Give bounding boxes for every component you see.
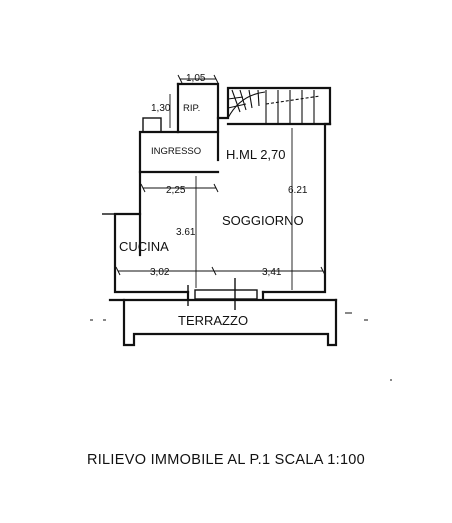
dim-label-ingresso-width: 2,25	[166, 185, 186, 196]
wall-rip	[176, 116, 220, 134]
dim-label-depth-center: 3.61	[176, 227, 196, 238]
floor-plan: RIP. INGRESSO H.ML 2,70 SOGGIORNO CUCINA…	[90, 73, 392, 381]
window-front	[194, 289, 258, 300]
scan-marks	[90, 312, 392, 381]
room-label-soggiorno: SOGGIORNO	[222, 213, 304, 228]
dim-label-cucina-width: 3,02	[150, 267, 170, 278]
dim-label-rip-height: 1,30	[151, 103, 171, 114]
wall-outline	[176, 82, 332, 294]
terrace-outline	[122, 298, 338, 347]
dim-ticks	[115, 74, 326, 276]
room-label-cucina: CUCINA	[119, 239, 169, 254]
dim-label-rip-width: 1,05	[186, 73, 206, 84]
staircase	[227, 89, 321, 124]
room-label-rip: RIP.	[183, 103, 200, 114]
plan-caption: RILIEVO IMMOBILE AL P.1 SCALA 1:100	[86, 452, 366, 468]
room-label-ingresso: INGRESSO	[151, 146, 201, 157]
wall-niche	[142, 117, 162, 133]
ceiling-height-label: H.ML 2,70	[226, 147, 286, 162]
dim-label-depth-right: 6.21	[288, 185, 308, 196]
room-label-terrazzo: TERRAZZO	[178, 313, 248, 328]
dim-label-soggiorno-width: 3,41	[262, 267, 282, 278]
